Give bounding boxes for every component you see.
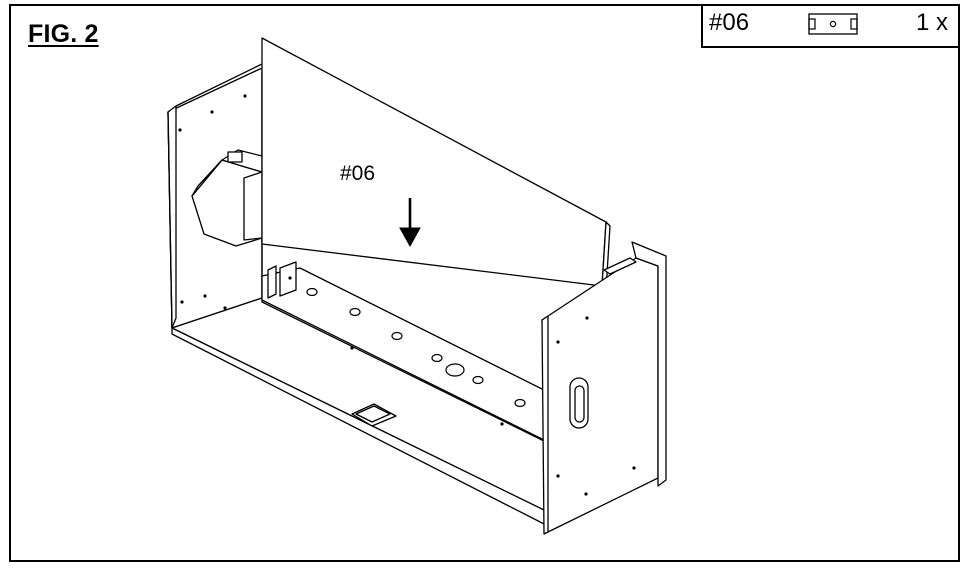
panel-callout-label: #06 [340,162,376,185]
right-side-panel [541,241,667,535]
panel-icon [808,13,858,35]
screw-dots [178,94,636,496]
legend-quantity: 1 x [915,9,948,36]
parts-legend: #06 1 x [701,4,960,48]
rail-holes [306,287,526,408]
back-rail [261,261,545,441]
legend-part-id: #06 [709,9,750,36]
bottom-cutout [351,403,397,427]
panel-06 [261,37,611,291]
figure-title: FIG. 2 [28,20,99,48]
insertion-arrow [399,198,421,248]
figure-frame [9,4,960,562]
